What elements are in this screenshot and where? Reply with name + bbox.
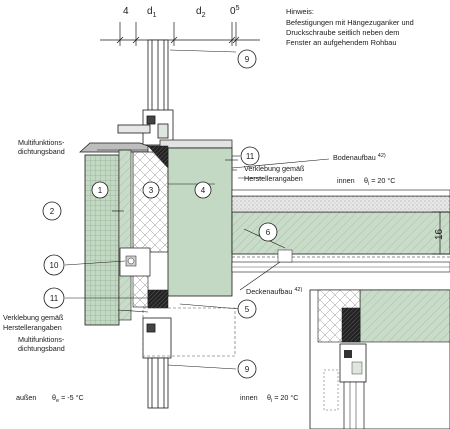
- facade-substructure: [118, 149, 132, 321]
- seal-bottom: [147, 289, 169, 309]
- callout-1: 1: [91, 181, 109, 199]
- note: Hinweis: Befestigungen mit Hängezuganker…: [286, 7, 414, 47]
- footnote-decke: 42): [294, 287, 302, 293]
- temp-e: = -5 °C: [61, 393, 84, 402]
- facade-panel: [84, 154, 120, 326]
- label-bodenaufbau: Bodenaufbau: [333, 153, 376, 162]
- svg-text:11: 11: [246, 152, 255, 161]
- callout-11-bottom: 11: [43, 287, 65, 309]
- label-multi-top-2: dichtungsband: [18, 147, 65, 156]
- svg-text:9: 9: [245, 365, 250, 374]
- lower-reveal-outline: [142, 307, 236, 357]
- dim-right: 0: [230, 6, 236, 17]
- label-aussen: außen: [16, 393, 36, 402]
- inner-sill: [159, 139, 233, 149]
- dim-right-sup: 5: [236, 5, 240, 12]
- floor-finish: [231, 189, 450, 197]
- svg-text:d1: d1: [147, 6, 157, 19]
- dim-d2: d: [196, 6, 202, 17]
- svg-text:1: 1: [98, 186, 103, 195]
- callout-9-bottom: 9: [237, 359, 257, 379]
- callout-3: 3: [142, 181, 160, 199]
- svg-text:11: 11: [50, 294, 59, 303]
- label-multi-bottom-1: Multifunktions-: [18, 335, 65, 344]
- note-line-2: Druckschraube seitlich neben dem: [286, 28, 399, 37]
- label-verklebung-bottom-1: Verklebung gemäß: [3, 313, 64, 322]
- ceiling-hanger: [277, 249, 293, 263]
- note-line-3: Fenster an aufgehendem Rohbau: [286, 38, 397, 47]
- dim-d1-sub: 1: [153, 12, 157, 19]
- seal-top: [147, 145, 169, 169]
- leader-lines: [64, 49, 330, 370]
- svg-text:4: 4: [201, 186, 206, 195]
- label-deckenaufbau: Deckenaufbau: [246, 287, 292, 296]
- label-multi-top-1: Multifunktions-: [18, 138, 65, 147]
- callout-10: 10: [43, 254, 65, 276]
- callout-11-top: 11: [240, 146, 260, 166]
- callout-9-top: 9: [237, 49, 257, 69]
- label-verklebung-top-2: Herstellerangaben: [244, 174, 303, 183]
- dim-slab-thickness: 16: [434, 228, 445, 240]
- svg-text:θe= -5 °C: θe= -5 °C: [52, 393, 84, 404]
- footnote-boden: 42): [378, 153, 386, 159]
- dim-d2-sub: 2: [202, 12, 206, 19]
- svg-text:10: 10: [50, 261, 59, 270]
- svg-text:05: 05: [230, 5, 240, 17]
- theta-e-sub: e: [56, 398, 59, 404]
- callout-5: 5: [237, 299, 257, 319]
- note-title: Hinweis:: [286, 7, 314, 16]
- svg-text:θi= 20 °C: θi= 20 °C: [267, 393, 299, 404]
- label-verklebung-bottom-2: Herstellerangaben: [3, 323, 62, 332]
- dimension-line: [100, 22, 260, 46]
- label-verklebung-top-1: Verklebung gemäß: [244, 164, 305, 173]
- svg-text:d2: d2: [196, 6, 206, 19]
- temp-i-bottom: = 20 °C: [274, 393, 298, 402]
- label-innen-top: innen: [337, 176, 355, 185]
- svg-text:9: 9: [245, 55, 250, 64]
- svg-text:5: 5: [245, 305, 250, 314]
- note-line-1: Befestigungen mit Hängezuganker und: [286, 18, 414, 27]
- slab-dimension: [432, 211, 450, 255]
- temp-i-top: = 20 °C: [371, 176, 395, 185]
- sill-board: [79, 142, 149, 153]
- floor-screed: [231, 195, 450, 213]
- insulation: [132, 151, 169, 253]
- theta-i-bottom-sub: i: [271, 398, 272, 404]
- lower-window-frame: [142, 317, 172, 409]
- inset-detail: [309, 289, 450, 429]
- callout-6: 6: [258, 222, 278, 242]
- theta-e: θ: [52, 393, 56, 402]
- theta-i-top: θ: [364, 176, 368, 185]
- svg-text:2: 2: [50, 207, 55, 216]
- theta-i-bottom: θ: [267, 393, 271, 402]
- upper-window-frame: [117, 39, 174, 146]
- theta-i-top-sub: i: [368, 181, 369, 187]
- svg-text:3: 3: [149, 186, 154, 195]
- svg-text:θi= 20 °C: θi= 20 °C: [364, 176, 396, 187]
- dim-d1: d: [147, 6, 153, 17]
- callout-2: 2: [42, 201, 62, 221]
- svg-text:6: 6: [266, 228, 271, 237]
- label-multi-bottom-2: dichtungsband: [18, 344, 65, 353]
- label-innen-bottom: innen: [240, 393, 258, 402]
- callout-4: 4: [194, 181, 212, 199]
- dim-left: 4: [123, 6, 129, 17]
- masonry-wall: [167, 147, 233, 297]
